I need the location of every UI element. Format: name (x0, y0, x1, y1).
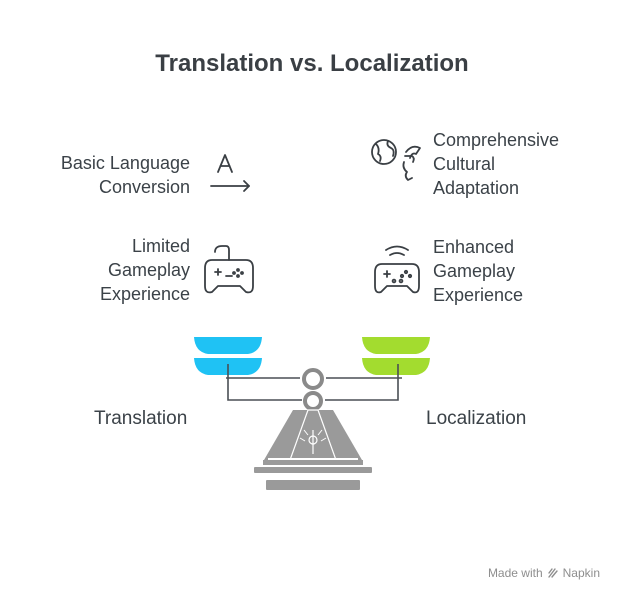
wireless-gamepad-icon (372, 244, 422, 298)
left-item-2-line-2: Gameplay (107, 260, 190, 280)
gamepad-icon (202, 242, 256, 298)
left-item-2-line-1: Limited (131, 236, 190, 256)
right-item-1-line-1: Comprehensive (433, 130, 560, 150)
right-item-2-line-1: Enhanced (433, 237, 515, 257)
globe-head-icon (368, 134, 424, 192)
right-item-2-label: Enhanced Gameplay Experience (433, 235, 593, 307)
right-pan (362, 337, 430, 375)
right-item-1-line-3: Adaptation (433, 178, 520, 198)
right-item-2-line-2: Gameplay (433, 261, 516, 281)
localization-label: Localization (426, 408, 527, 429)
footer-brand: Napkin (562, 566, 600, 580)
left-item-2-line-3: Experience (99, 284, 190, 304)
right-item-1-line-2: Cultural (433, 154, 496, 174)
balance-scale (190, 330, 440, 500)
footer-prefix: Made with (487, 566, 543, 580)
left-item-1-line-2: Conversion (98, 177, 190, 197)
right-item-2-line-3: Experience (433, 285, 524, 305)
napkin-logo-icon (547, 567, 559, 579)
left-item-1-label: Basic Language Conversion (30, 151, 190, 199)
diagram-title: Translation vs. Localization (155, 50, 469, 77)
footer-credit: Made with Napkin (488, 566, 600, 580)
translation-label: Translation (94, 408, 188, 429)
letter-arrow-icon (204, 150, 254, 196)
left-item-2-label: Limited Gameplay Experience (30, 234, 190, 306)
left-item-1-line-1: Basic Language (60, 153, 190, 173)
right-item-1-label: Comprehensive Cultural Adaptation (433, 128, 603, 200)
